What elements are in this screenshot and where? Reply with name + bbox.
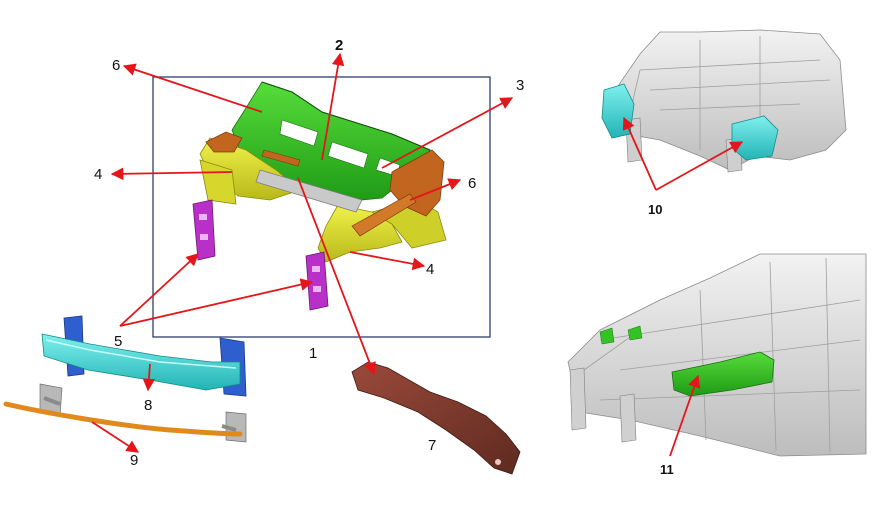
callout-arrows (91, 52, 744, 457)
tunnel-reinforcement-brown (351, 361, 521, 475)
inset-side-structure (567, 253, 867, 457)
inset-lower-rail-stub (619, 393, 637, 443)
arrow-6-left (122, 63, 263, 113)
label-4-right: 4 (426, 261, 434, 278)
left-crush-box-magenta (192, 199, 216, 261)
right-crush-box-magenta (305, 251, 329, 311)
arrow-5-right (119, 278, 314, 327)
inset-green-small-tab (599, 325, 643, 345)
arrow-3 (381, 97, 514, 169)
bumper-beam-cyan (41, 333, 241, 391)
label-6-right: 6 (468, 175, 476, 192)
front-end-assembly (152, 76, 491, 338)
arrow-4-right (349, 251, 426, 271)
brown-panel-hole (495, 459, 501, 465)
left-crush-box-holes (199, 214, 208, 240)
right-rail-reinforcement-orange (351, 193, 417, 237)
lower-bar-left-stay (43, 396, 61, 406)
label-10: 10 (648, 202, 662, 217)
arrow-10-left (622, 116, 657, 191)
label-5: 5 (114, 333, 122, 350)
label-8: 8 (144, 397, 152, 414)
arrow-11 (669, 374, 701, 457)
center-cross-member (255, 169, 363, 213)
label-2: 2 (335, 37, 343, 54)
inset-side-body-gray (567, 253, 867, 457)
inset-side-structure-lines (583, 257, 861, 453)
inset-front-rail-stub (569, 367, 587, 431)
label-4-left: 4 (94, 166, 102, 183)
label-1: 1 (309, 345, 317, 362)
inset-body-gray (611, 29, 847, 171)
callout-labels: 1 2 3 4 4 5 6 6 7 8 9 10 11 (94, 37, 674, 477)
bumper-beam-highlight (45, 339, 237, 369)
front-bumper-beam (41, 315, 247, 397)
label-11: 11 (660, 462, 674, 477)
arrow-4-left (110, 167, 233, 181)
label-7: 7 (428, 437, 436, 454)
left-rail-front (199, 159, 237, 205)
label-6-left: 6 (112, 57, 120, 74)
lower-bumper-bar (3, 383, 247, 443)
inset-front-structure (601, 29, 847, 173)
arrow-9 (91, 421, 140, 453)
left-shock-tower-orange (205, 131, 243, 153)
arrow-8 (142, 363, 156, 392)
arrow-2 (321, 52, 345, 161)
inset-right-crash-box-cyan (731, 115, 779, 161)
tunnel-brace-orange (261, 149, 301, 167)
arrow-7 (297, 177, 376, 376)
arrow-6-right (409, 178, 462, 201)
label-3: 3 (516, 77, 524, 94)
lower-bar-right-stay (221, 424, 237, 432)
cowl-upper-ridge (261, 81, 431, 151)
inset-structure-lines (625, 36, 831, 150)
arrow-5-left (119, 253, 199, 327)
arrow-10-right (655, 141, 744, 191)
right-crush-box-holes (312, 266, 321, 292)
assembly-frame (152, 76, 491, 338)
lower-bar-orange (3, 401, 243, 437)
label-9: 9 (130, 452, 138, 469)
brown-reinforcement-panel (351, 361, 521, 475)
